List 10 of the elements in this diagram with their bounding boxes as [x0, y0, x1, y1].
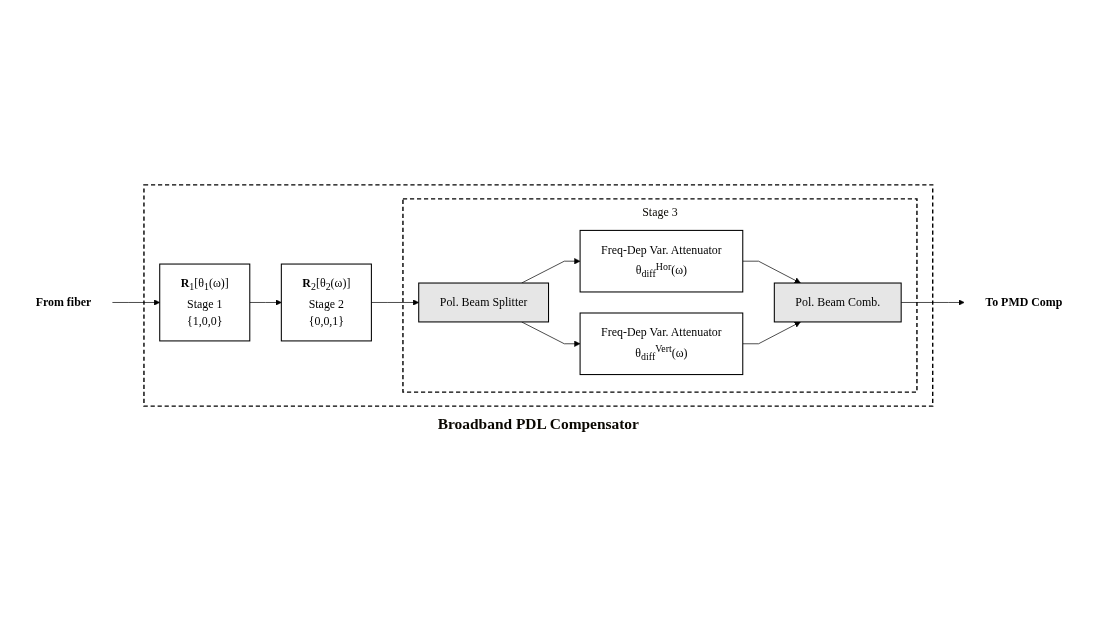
node-box: R$_{1}$[θ$_{1}$(ω)] Stage 1 {1,0,0} [158, 263, 250, 342]
node-box: R$_{2}$[θ$_{2}$(ω)] Stage 2 {0,0,1} [280, 263, 372, 342]
node-text: To PMD Comp [984, 295, 1062, 309]
node-box: Pol. Beam Comb. [773, 282, 902, 323]
cluster [142, 184, 933, 407]
node-box: Pol. Beam Splitter [417, 282, 549, 323]
node-label: Broadband PDL Compensator [437, 414, 639, 433]
node-text: From fiber [35, 295, 91, 309]
node-box: Freq-Dep Var. Attenuator θ$_{diff}$$^{Hor}$(ω) [579, 229, 743, 293]
node-box: Freq-Dep Var. Attenuator θ$_{diff}$$^{Vert}$(ω) [579, 312, 743, 376]
